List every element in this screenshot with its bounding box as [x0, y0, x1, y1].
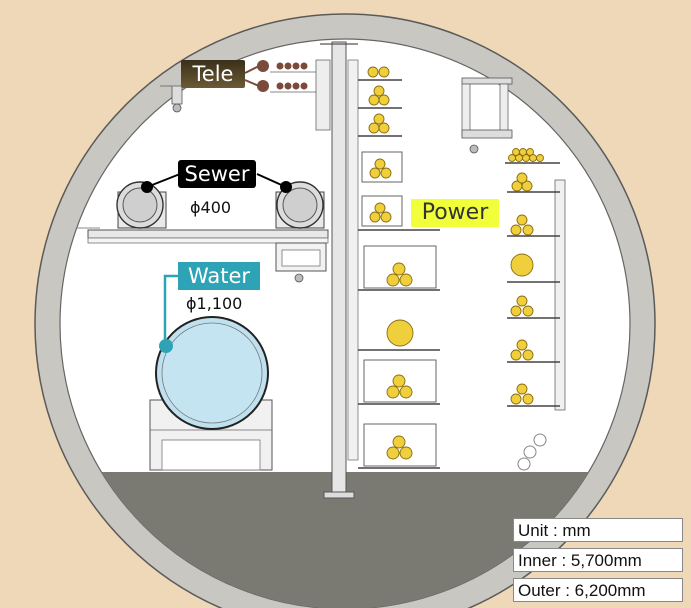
power-label: Power: [411, 199, 499, 227]
outer-diameter-info: Outer : 6,200mm: [513, 578, 683, 602]
water-diameter: ϕ1,100: [186, 294, 243, 313]
sewer-shelf: [87, 229, 329, 239]
tele-label: Tele: [181, 60, 245, 88]
power-rack-right: [505, 162, 566, 411]
power-cables-center: [367, 66, 414, 460]
spare-conduits: [517, 433, 547, 471]
sewer-label: Sewer: [178, 160, 256, 188]
water-marker: [159, 339, 173, 353]
inner-diameter-info: Inner : 5,700mm: [513, 548, 683, 572]
tele-cables: [244, 60, 318, 93]
sewer-diameter: ϕ400: [190, 198, 232, 217]
sewer-marker-left: [141, 181, 153, 193]
unit-info: Unit : mm: [513, 518, 683, 542]
sewer-pipe-right: [275, 181, 325, 229]
water-pipe: [155, 316, 269, 430]
power-cables-right: [508, 148, 544, 405]
sewer-marker-right: [280, 181, 292, 193]
water-label: Water: [178, 262, 260, 290]
sewer-pipe-left: [116, 181, 167, 229]
central-support-column: [315, 41, 359, 499]
